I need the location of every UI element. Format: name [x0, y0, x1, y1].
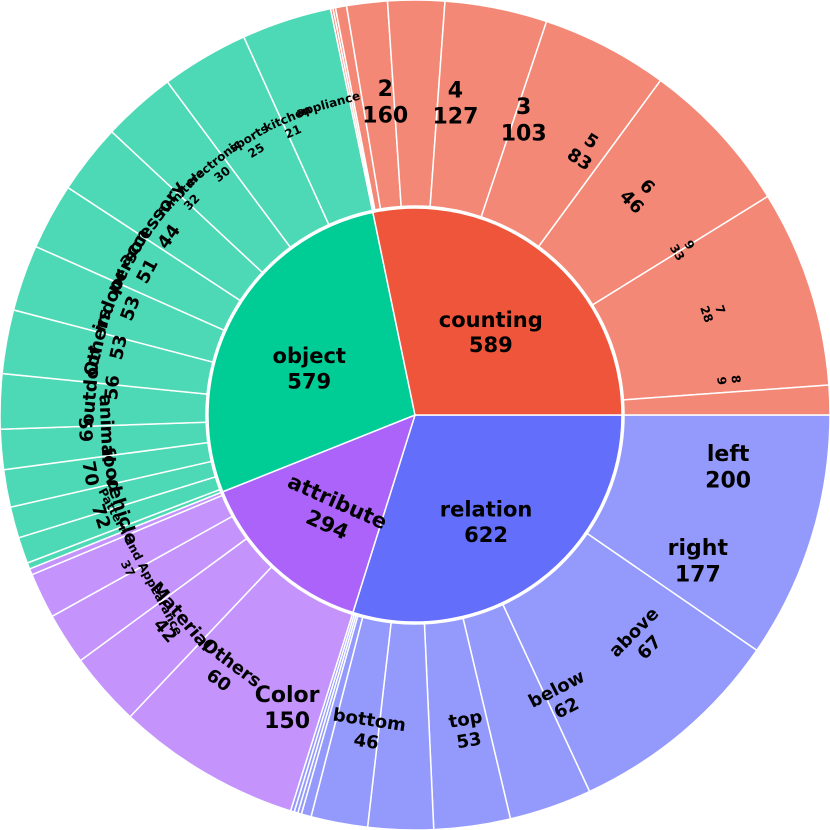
outer-label-relation-4: top53: [447, 706, 487, 754]
inner-wedge-relation: [351, 414, 623, 623]
inner-wedge-attribute: [221, 413, 417, 614]
outer-label-object-2: animal59: [73, 394, 119, 464]
outer-label-counting-7: 89: [714, 374, 743, 385]
inner-wedge-object: [207, 211, 416, 493]
inner-wedge-counting: [371, 207, 623, 416]
